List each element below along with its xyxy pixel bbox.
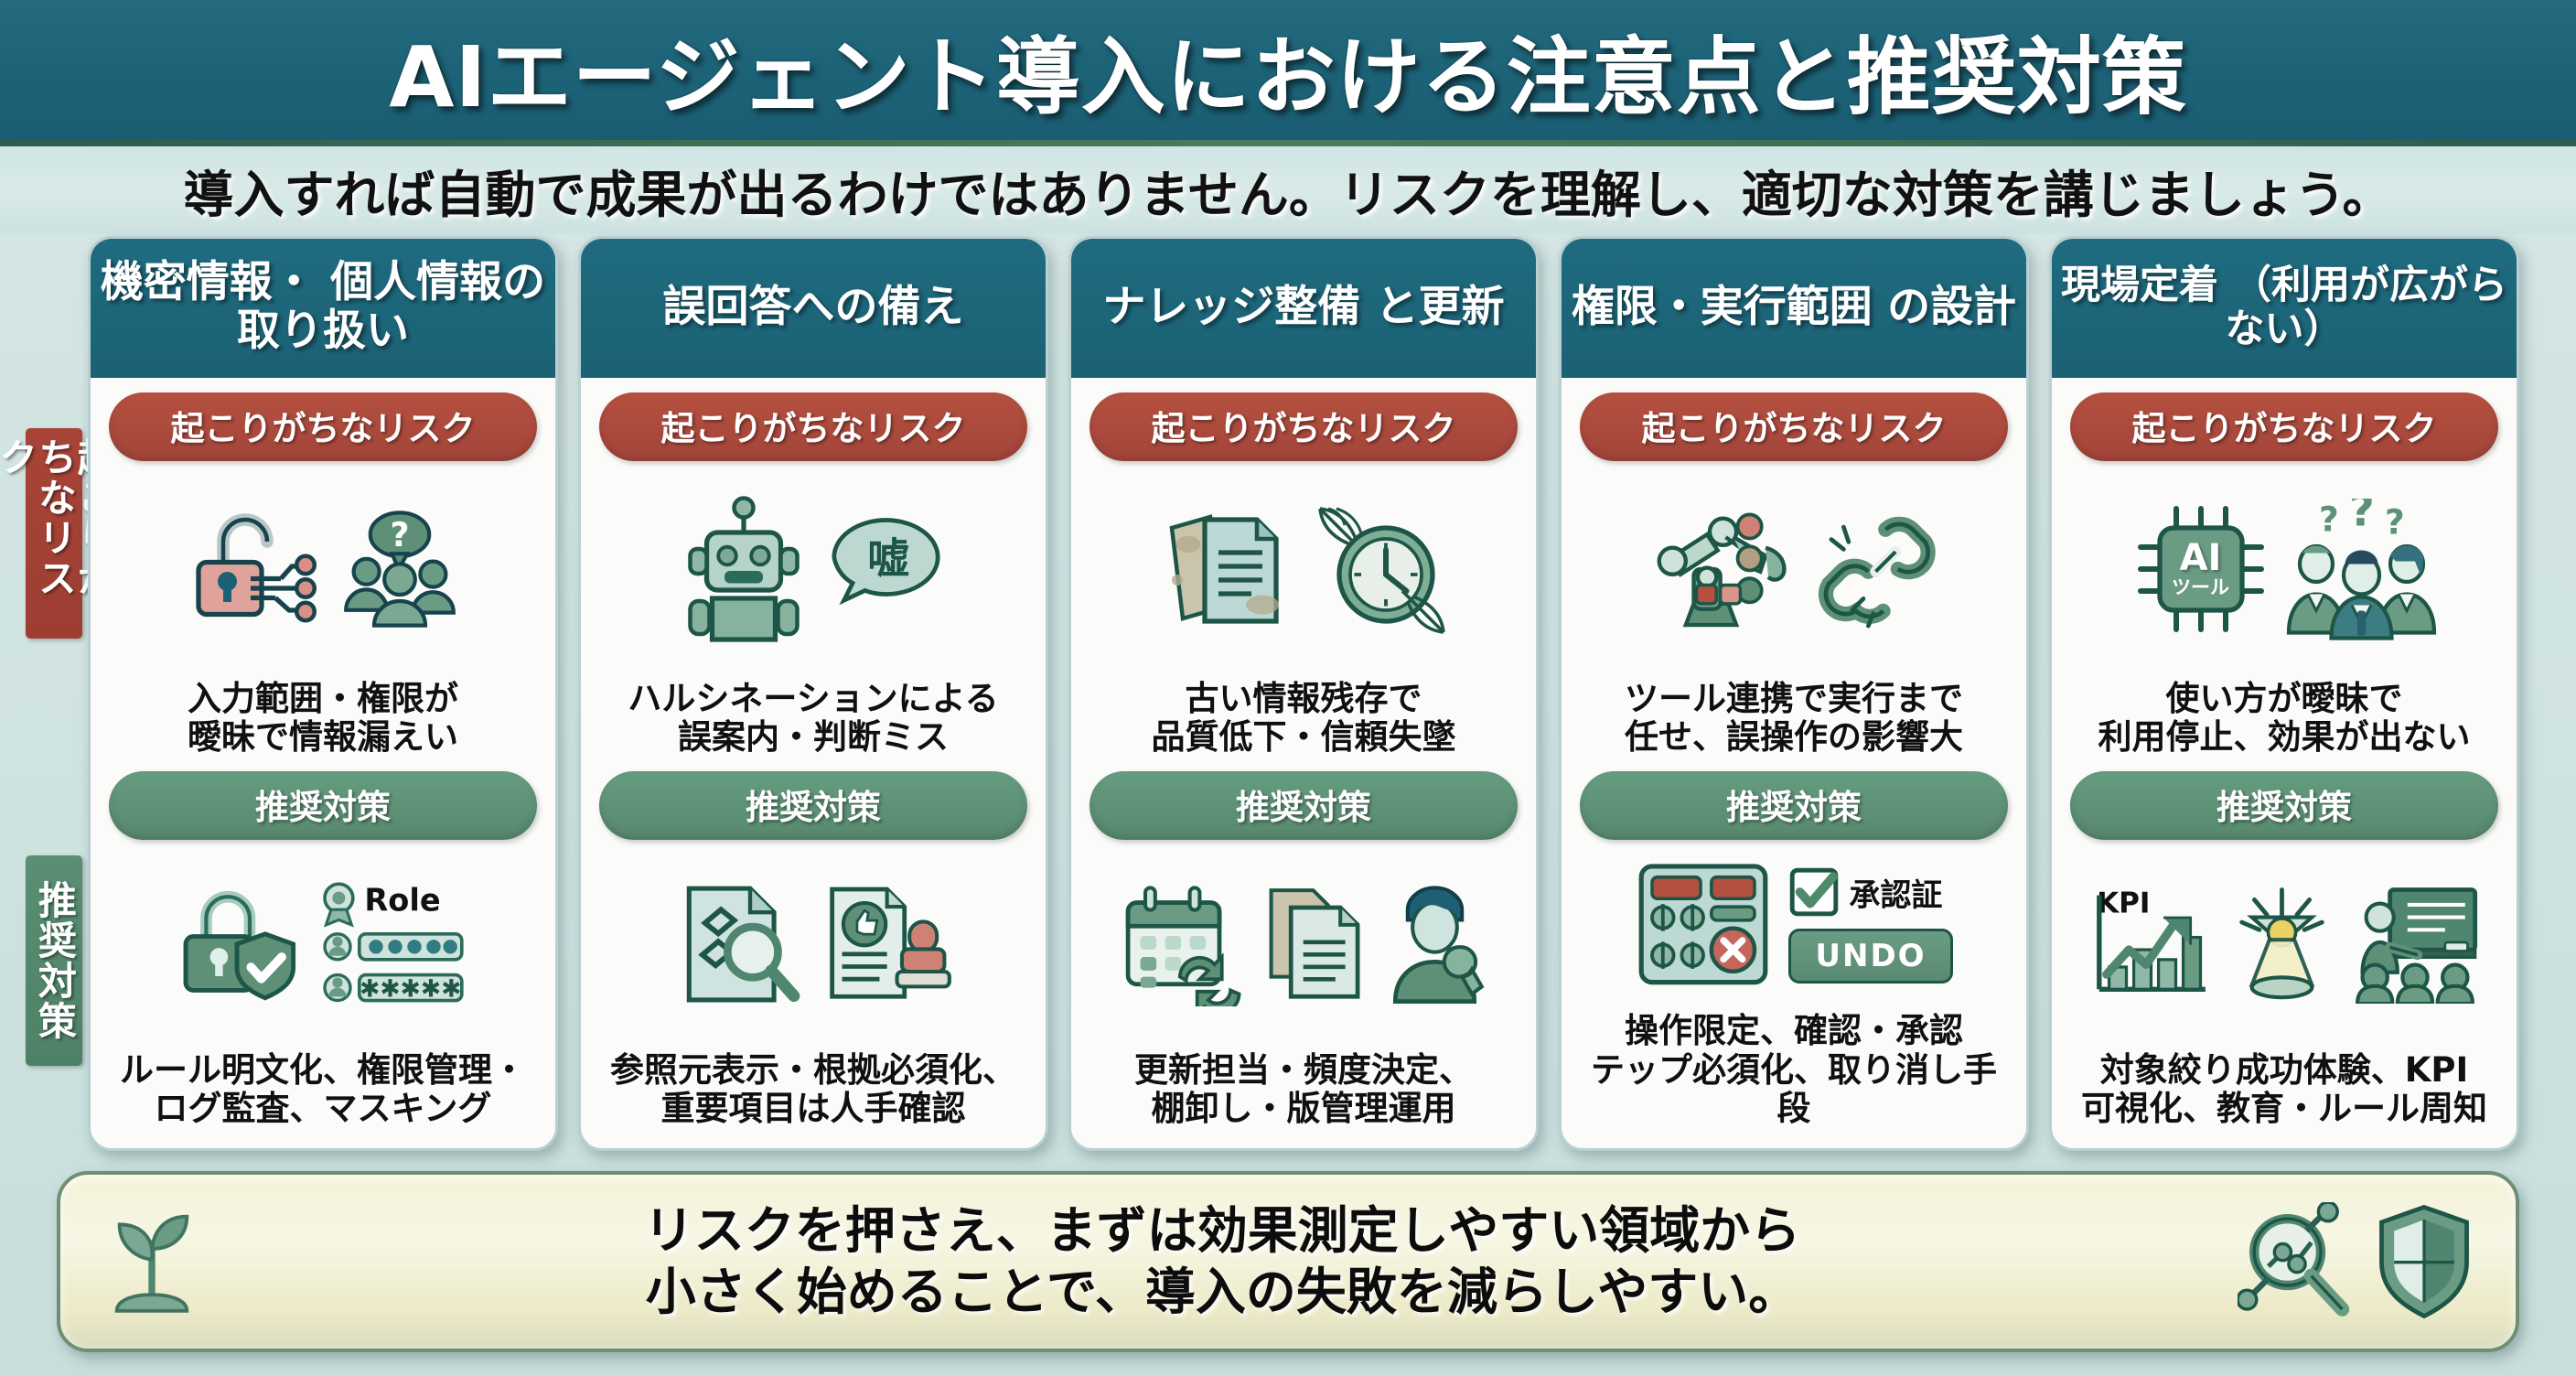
svg-text:嘘: 嘘 (867, 533, 909, 583)
page-subtitle: 導入すれば自動で成果が出るわけではありません。リスクを理解し、適切な対策を講じま… (183, 165, 2393, 224)
ai-chip-sublabel: ツール (2172, 575, 2229, 598)
side-label-risk: 起こりがちなリスク (0, 428, 116, 639)
measure-text: 更新担当・頻度決定、 棚卸し・版管理運用 (1134, 1049, 1473, 1128)
measure-badge: 推奨対策 (109, 771, 537, 840)
approval-stamp-icon (895, 970, 951, 989)
card-title: ナレッジ整備 と更新 (1071, 239, 1536, 378)
question-people-icon: ? (344, 511, 456, 629)
svg-text:?: ? (2385, 501, 2405, 542)
measure-badge: 推奨対策 (1089, 771, 1518, 840)
risk-badge: 起こりがちなリスク (2070, 392, 2498, 461)
risk-badge: 起こりがちなリスク (1580, 392, 2008, 461)
page-header: AIエージェント導入における注意点と推奨対策 (0, 0, 2576, 146)
measure-text: ルール明文化、権限管理・ ログ監査、マスキング (120, 1049, 526, 1128)
robot-icon (687, 496, 800, 642)
card-title: 権限・実行範囲 の設計 (1562, 239, 2026, 378)
card-title: 機密情報・ 個人情報の取り扱い (91, 239, 555, 378)
undo-label: UNDO (1815, 938, 1927, 975)
footer-banner: リスクを押さえ、まずは効果測定しやすい領域から 小さく始めることで、導入の失敗を… (57, 1171, 2519, 1352)
card-title: 現場定着 （利用が広がらない） (2052, 239, 2517, 378)
calendar-refresh-icon (1125, 886, 1241, 1006)
maintenance-person-icon (1392, 886, 1484, 1004)
risk-icons (1084, 461, 1523, 678)
thumbs-up-document-icon (829, 887, 951, 999)
broken-chain-icon (1818, 517, 1936, 629)
risk-text: ツール連携で実行まで 任せ、誤操作の影響大 (1625, 678, 1963, 757)
document-versions-icon (1269, 887, 1359, 999)
card-title: 誤回答への備え (581, 239, 1046, 378)
spotlight-icon (2239, 887, 2324, 1000)
measure-text: 操作限定、確認・承認 テップ必須化、取り消し手段 (1591, 1011, 1997, 1128)
lock-shield-check-icon (183, 891, 296, 1001)
risk-icons: AI ツール ? ? ? (2065, 461, 2504, 678)
measure-text: 対象絞り成功体験、KPI 可視化、教育・ルール周知 (2081, 1049, 2487, 1128)
card-wrong-answers[interactable]: 誤回答への備え 起こりがちなリスク (578, 236, 1048, 1151)
measure-icons (1084, 840, 1523, 1049)
footer-text: リスクを押さえ、まずは効果測定しやすい領域から 小さく始めることで、導入の失敗を… (643, 1200, 1801, 1321)
approval-checkbox-icon: 承認証 (1788, 866, 1942, 918)
risk-text: 古い情報残存で 品質低下・信頼失墜 (1151, 678, 1456, 757)
measure-icons (594, 840, 1033, 1049)
risk-badge: 起こりがちなリスク (1089, 392, 1518, 461)
risk-icons: ? (103, 461, 542, 678)
card-permission-scope[interactable]: 権限・実行範囲 の設計 起こりがちなリスク (1559, 236, 2029, 1151)
risk-icons (1574, 461, 2013, 678)
confused-people-icon: ? ? ? (2286, 499, 2436, 640)
measure-icons: 承認証 UNDO (1574, 840, 2013, 1010)
svg-text:?: ? (2349, 499, 2375, 537)
measure-badge: 推奨対策 (599, 771, 1027, 840)
measure-icons: Role ✱✱✱✱✱ (103, 840, 542, 1049)
shield-icon (2379, 1204, 2469, 1319)
measure-icons: KPI (2065, 840, 2504, 1049)
approval-label: 承認証 (1849, 876, 1943, 914)
page-title: AIエージェント導入における注意点と推奨対策 (389, 28, 2187, 126)
stained-documents-icon (1169, 514, 1279, 624)
kpi-growth-chart-icon: KPI (2097, 887, 2206, 993)
training-board-icon (2355, 887, 2478, 1005)
open-padlock-icon (196, 513, 317, 623)
risk-badge: 起こりがちなリスク (109, 392, 537, 461)
seedling-icon (114, 1214, 189, 1313)
role-label: Role (364, 883, 440, 919)
measure-badge: 推奨対策 (1580, 771, 2008, 840)
side-label-measure: 推奨対策 (26, 855, 82, 1066)
data-magnifier-icon (2238, 1202, 2350, 1317)
card-confidential-info[interactable]: 機密情報・ 個人情報の取り扱い 起こりがちなリスク (88, 236, 558, 1151)
card-grid: 機密情報・ 個人情報の取り扱い 起こりがちなリスク (88, 236, 2519, 1151)
svg-text:?: ? (2319, 499, 2339, 539)
ai-chip-icon: AI ツール (2132, 500, 2270, 638)
risk-badge: 起こりがちなリスク (599, 392, 1027, 461)
risk-text: 入力範囲・権限が 曖昧で情報漏えい (188, 678, 458, 757)
ai-chip-label: AI (2179, 536, 2222, 579)
measure-badge: 推奨対策 (2070, 771, 2498, 840)
svg-text:?: ? (390, 515, 409, 554)
risk-text: 使い方が曖昧で 利用停止、効果が出ない (2098, 678, 2471, 757)
speech-bubble-lie-icon: 嘘 (831, 517, 939, 606)
risk-icons: 嘘 (594, 461, 1033, 678)
risk-text: ハルシネーションによる 誤案内・判断ミス (628, 678, 999, 757)
robot-arm-icon (1657, 512, 1787, 628)
svg-text:✱✱✱✱✱: ✱✱✱✱✱ (360, 975, 461, 1004)
subtitle-bar: 導入すれば自動で成果が出るわけではありません。リスクを理解し、適切な対策を講じま… (0, 146, 2576, 233)
undo-button-icon[interactable]: UNDO (1788, 929, 1953, 984)
cobweb-clock-icon (1318, 507, 1445, 635)
measure-text: 参照元表示・根拠必須化、 重要項目は人手確認 (610, 1049, 1016, 1128)
control-panel-icon (1639, 864, 1768, 985)
kpi-label: KPI (2097, 887, 2150, 920)
checkbox-icon (1790, 867, 1839, 917)
document-link-magnifier-icon (686, 886, 800, 1003)
card-knowledge-maintenance[interactable]: ナレッジ整備 と更新 起こりがちなリスク (1068, 236, 1539, 1151)
role-badge-icon: Role ✱✱✱✱✱ (323, 882, 464, 1004)
card-adoption[interactable]: 現場定着 （利用が広がらない） 起こりがちなリスク (2049, 236, 2519, 1151)
